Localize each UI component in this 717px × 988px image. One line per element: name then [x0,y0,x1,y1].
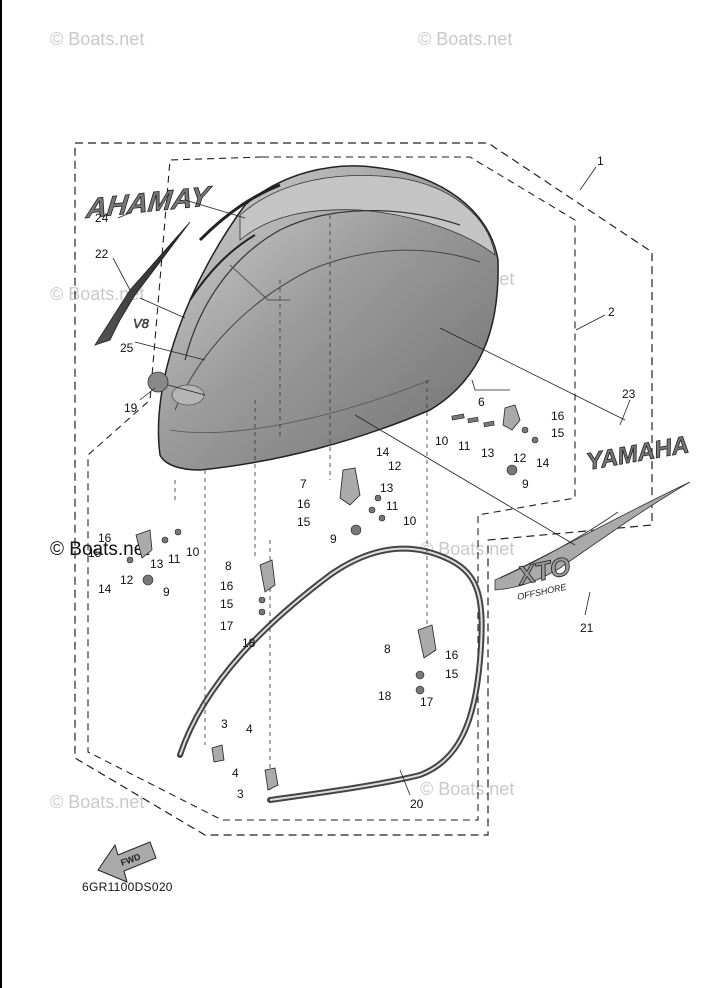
callout-number: 9 [163,585,170,599]
fasteners [126,413,539,695]
callout-number: 17 [420,695,434,709]
decal-xto-offshore: XTO OFFSHORE [494,481,691,602]
callout-number: 25 [120,341,134,355]
callout-number: 13 [150,557,164,571]
callout-number: 4 [246,722,253,736]
callout-number: 9 [330,532,337,546]
decal-yamaha: YAMAHA [584,431,691,476]
latch-brackets [135,404,521,791]
callout-number: 8 [384,642,391,656]
callout-number: 21 [580,621,594,635]
left-border [0,0,2,988]
callout-number: 16 [98,531,112,545]
watermark: © Boats.net [420,779,514,799]
callout-number: 13 [481,446,495,460]
callout-number: 18 [242,636,256,650]
callout-number: 14 [376,445,390,459]
callout-number: 10 [403,514,417,528]
callouts: 1 2 24 22 25 19 23 6 16 15 10 11 13 12 1… [88,154,636,811]
callout-number: 10 [435,434,449,448]
callout-number: 15 [88,546,102,560]
callout-number: 12 [513,451,527,465]
callout-number: 16 [445,648,459,662]
watermark: © Boats.net [50,29,144,49]
callout-number: 15 [220,597,234,611]
callout-number: 15 [297,515,311,529]
callout-number: 11 [458,439,471,453]
leader-lines [112,166,631,796]
side-stripe-decal [94,221,191,346]
callout-number: 16 [220,579,234,593]
callout-number: 7 [300,477,307,491]
callout-number: 24 [95,211,109,225]
watermark: © Boats.net [50,284,144,304]
callout-number: 18 [378,689,392,703]
callout-number: 11 [168,552,181,566]
callout-number: 14 [536,456,550,470]
callout-number: 12 [388,459,402,473]
top-cowling [157,165,499,471]
callout-number: 22 [95,247,109,261]
callout-number: 16 [551,409,565,423]
callout-number: 15 [551,426,565,440]
callout-number: 16 [297,497,311,511]
callout-number: 2 [608,305,615,319]
callout-number: 19 [124,401,138,415]
callout-number: 3 [221,717,228,731]
emblem-disc [147,371,169,393]
callout-number: 23 [622,387,636,401]
fwd-arrow: FWD [97,841,157,883]
watermark: © Boats.net [418,29,512,49]
callout-number: 1 [597,154,604,168]
callout-number: 20 [410,797,424,811]
seal-strip-highlight [179,547,483,801]
decal-v8: V8 [133,316,150,331]
callout-number: 14 [98,582,112,596]
callout-number: 17 [220,619,234,633]
callout-number: 12 [120,573,134,587]
callout-number: 6 [478,395,485,409]
callout-number: 13 [380,481,394,495]
watermark: © Boats.net [50,792,144,812]
diagram-code: 6GR1100DS020 [82,880,173,894]
outer-assembly-boundary [74,142,653,836]
callout-number: 8 [225,559,232,573]
inner-assembly-boundary [87,156,576,821]
callout-number: 11 [386,499,399,513]
callout-number: 4 [232,766,239,780]
callout-number: 9 [522,477,529,491]
callout-number: 3 [237,787,244,801]
callout-number: 10 [186,545,200,559]
callout-number: 15 [445,667,459,681]
